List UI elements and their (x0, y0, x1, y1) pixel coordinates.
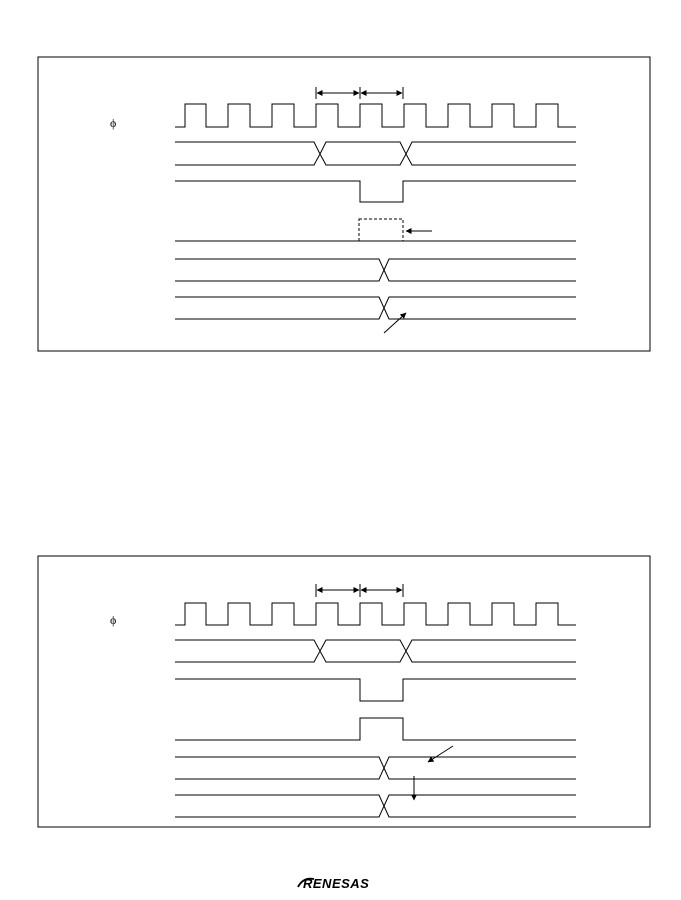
strobe-signal (175, 180, 576, 203)
bus-signal-3 (175, 296, 576, 320)
logo-text: RENESAS (303, 876, 369, 891)
bus-signal-3-pointer (383, 312, 407, 334)
bus-signal-1 (175, 639, 576, 663)
clock-label: ϕ (110, 116, 116, 130)
timing-diagram-2: ϕ (37, 555, 651, 828)
clock-label: ϕ (110, 613, 116, 627)
period-dimension (315, 584, 404, 597)
diagram-frame (37, 56, 651, 352)
renesas-logo: RENESAS (297, 876, 369, 891)
dashed-pulse (358, 218, 404, 242)
timing-diagram-1: ϕ (37, 56, 651, 352)
bus-signal-2 (175, 756, 576, 780)
clock-waveform (175, 602, 576, 626)
write-pulse-signal (175, 717, 576, 741)
clock-waveform (175, 103, 576, 128)
diagram-frame (37, 555, 651, 828)
bus-signal-2 (175, 258, 576, 282)
strobe-signal (175, 678, 576, 702)
bus-signal-1 (175, 141, 576, 166)
logo-swoosh-icon (297, 877, 315, 888)
bus-signal-2-pointer (427, 745, 454, 763)
bus-signal-3 (175, 794, 576, 818)
period-dimension (315, 87, 404, 99)
